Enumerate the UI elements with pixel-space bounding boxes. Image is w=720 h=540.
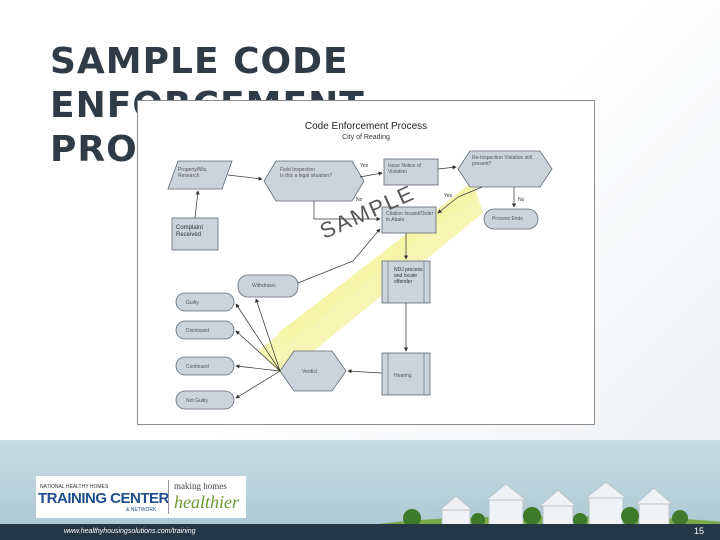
node-withdrawn-rect bbox=[237, 274, 299, 298]
edge-label-no-reinspect: No bbox=[518, 197, 525, 203]
label-reinspection: Re-Inspection Violation still present? bbox=[472, 155, 532, 167]
edge-verdict-to-withdrawn bbox=[255, 298, 281, 372]
edge-property-to-field bbox=[227, 174, 263, 181]
node-property-parallelogram bbox=[167, 160, 233, 190]
label-dismissed: Dismissed bbox=[186, 328, 210, 334]
label-withdrawn: Withdrawn bbox=[252, 283, 276, 289]
edge-notice-to-reinspection bbox=[437, 165, 457, 170]
node-hearing-rect bbox=[381, 352, 431, 396]
edge-complaint-to-property bbox=[194, 190, 200, 219]
label-citation: Citation Issued/Order to Abate bbox=[386, 211, 434, 223]
node-complaint-rect bbox=[171, 217, 219, 251]
node-dismissed-rect bbox=[175, 320, 235, 340]
node-guilty-rect bbox=[175, 292, 235, 312]
logo-making-homes: making homes bbox=[174, 481, 227, 491]
label-complaint: Complaint Received bbox=[176, 225, 204, 238]
node-field-inspection-hexagon bbox=[263, 160, 365, 202]
logo-network-text: & NETWORK bbox=[126, 507, 157, 513]
edge-withdrawn-to-citation bbox=[297, 228, 381, 284]
logo-divider bbox=[168, 480, 169, 514]
node-not-guilty-rect bbox=[175, 390, 235, 410]
node-continued-rect bbox=[175, 356, 235, 376]
label-hearing: Hearing bbox=[394, 373, 412, 379]
edge-field-to-notice bbox=[359, 171, 383, 178]
label-not-guilty: Not Guilty bbox=[186, 398, 208, 404]
logo-main-text: TRAINING CENTER bbox=[38, 490, 169, 507]
node-issue-notice-rect bbox=[383, 158, 439, 186]
edge-verdict-to-dismissed bbox=[235, 330, 281, 372]
node-citation-rect bbox=[381, 206, 437, 234]
diagram-subtitle: City of Reading bbox=[342, 134, 390, 141]
label-ndj: NDJ process and locate offender bbox=[394, 267, 423, 285]
edge-field-no bbox=[313, 201, 381, 222]
node-process-ends-rect bbox=[483, 208, 539, 230]
edge-label-yes-top: Yes bbox=[360, 163, 369, 169]
edge-reinspection-yes bbox=[437, 186, 483, 214]
page-number: 15 bbox=[694, 526, 705, 536]
label-field-inspection: Field Inspection Is this a legal situati… bbox=[280, 167, 332, 179]
label-guilty: Guilty bbox=[186, 300, 199, 306]
label-verdict: Verdict bbox=[302, 369, 318, 375]
edge-hearing-to-verdict bbox=[347, 369, 383, 374]
logo-healthier: healthier bbox=[174, 492, 239, 512]
tree-icon bbox=[403, 507, 688, 527]
footer-bar bbox=[0, 524, 720, 540]
footer-banner: NATIONAL HEALTHY HOMES TRAINING CENTER &… bbox=[0, 440, 720, 540]
label-property: Property/Mis. Research bbox=[178, 167, 208, 179]
edge-label-no-field: No bbox=[356, 197, 363, 203]
footer-url: www.healthyhousingsolutions.com/training bbox=[64, 528, 196, 535]
node-reinspection-hexagon bbox=[457, 150, 553, 188]
edge-verdict-to-continued bbox=[235, 364, 281, 372]
logo-small-text: NATIONAL HEALTHY HOMES bbox=[40, 484, 109, 490]
edge-verdict-to-not-guilty bbox=[235, 370, 281, 399]
label-continued: Continued bbox=[186, 364, 209, 370]
diagram-title: Code Enforcement Process bbox=[304, 121, 428, 132]
flowchart-diagram: Code Enforcement Process City of Reading… bbox=[137, 100, 595, 425]
node-ndj-rect bbox=[381, 260, 431, 304]
training-center-logo: NATIONAL HEALTHY HOMES TRAINING CENTER &… bbox=[36, 476, 246, 518]
label-process-ends: Process Ends bbox=[492, 216, 523, 222]
edge-label-yes-reinspect: Yes bbox=[444, 193, 453, 199]
flowchart-canvas bbox=[167, 150, 553, 410]
edge-verdict-to-guilty bbox=[235, 303, 281, 372]
label-issue-notice: Issue Notice of Violation bbox=[388, 163, 422, 175]
